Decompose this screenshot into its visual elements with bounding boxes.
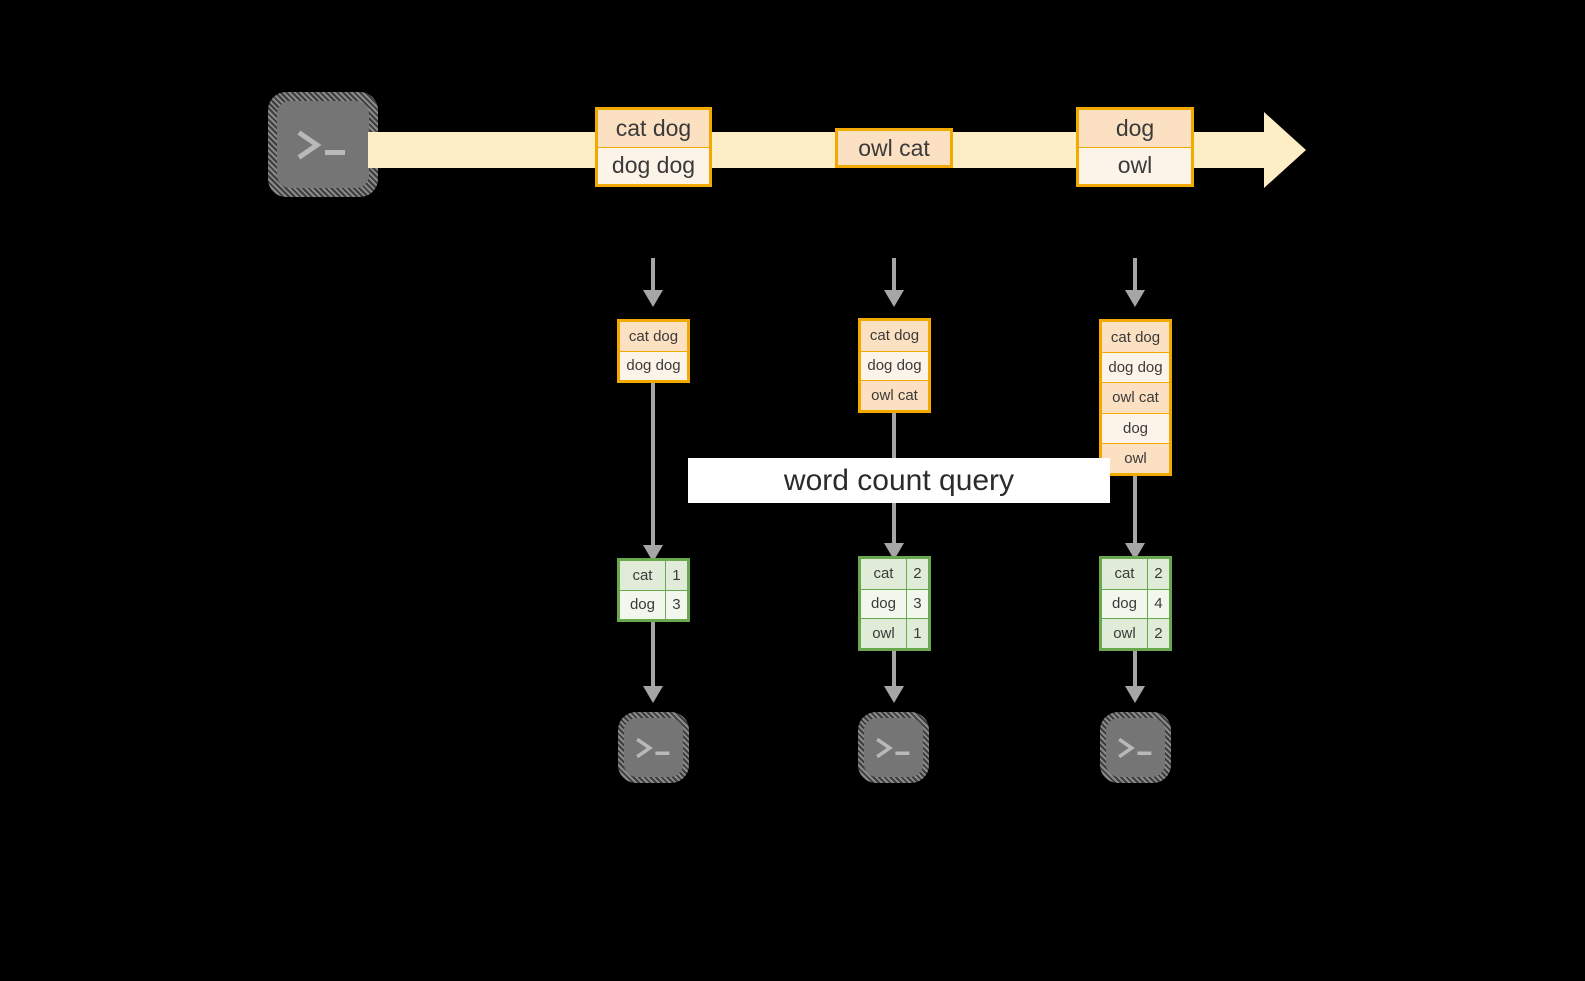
result-row: owl 2 — [1102, 618, 1169, 649]
result-row: dog 3 — [620, 589, 687, 619]
result-word: owl — [1102, 619, 1147, 649]
table-snapshot[interactable]: cat dog dog dog — [617, 319, 690, 383]
result-word: owl — [861, 619, 906, 649]
stream-to-table-connector — [651, 258, 655, 290]
result-table[interactable]: cat 1 dog 3 — [617, 558, 690, 622]
stream-to-table-arrowhead — [643, 290, 663, 307]
result-to-consumer-connector — [892, 651, 896, 688]
producer-terminal-icon[interactable] — [277, 101, 369, 188]
stream-to-table-arrowhead — [1125, 290, 1145, 307]
result-word: cat — [861, 559, 906, 589]
result-row: cat 2 — [861, 559, 928, 589]
consumer-terminal-icon[interactable] — [624, 718, 683, 777]
result-table[interactable]: cat 2 dog 4 owl 2 — [1099, 556, 1172, 651]
result-to-consumer-arrowhead — [884, 686, 904, 703]
query-arrowhead — [643, 545, 663, 562]
event-line: dog — [1079, 110, 1191, 147]
result-count: 4 — [1146, 589, 1169, 619]
stream-to-table-arrowhead — [884, 290, 904, 307]
query-arrowhead — [1125, 543, 1145, 560]
stream-event-box[interactable]: owl cat — [835, 128, 953, 168]
table-row: cat dog — [861, 321, 928, 351]
event-line: dog dog — [598, 146, 709, 184]
stream-event-box[interactable]: dog owl — [1076, 107, 1194, 187]
query-arrowhead — [884, 543, 904, 560]
event-line: owl cat — [838, 131, 950, 165]
result-count: 2 — [1146, 559, 1169, 589]
result-row: dog 4 — [1102, 588, 1169, 619]
result-word: cat — [1102, 559, 1147, 589]
result-word: dog — [861, 589, 906, 619]
result-table[interactable]: cat 2 dog 3 owl 1 — [858, 556, 931, 651]
stream-to-table-connector — [892, 258, 896, 290]
result-to-consumer-connector — [651, 622, 655, 688]
table-row: cat dog — [620, 322, 687, 351]
result-count: 3 — [664, 590, 687, 619]
result-count: 1 — [664, 561, 687, 590]
table-row: dog dog — [1102, 352, 1169, 383]
query-connector — [1133, 476, 1137, 545]
table-row: dog dog — [620, 350, 687, 380]
prompt-glyph — [1106, 718, 1165, 777]
event-line: cat dog — [598, 110, 709, 147]
result-row: cat 1 — [620, 561, 687, 590]
result-word: cat — [620, 561, 665, 590]
table-row: owl cat — [1102, 382, 1169, 413]
stream-event-box[interactable]: cat dog dog dog — [595, 107, 712, 187]
result-word: dog — [620, 590, 665, 619]
table-snapshot[interactable]: cat dog dog dog owl cat — [858, 318, 931, 413]
table-row: owl — [1102, 442, 1169, 473]
result-row: dog 3 — [861, 588, 928, 619]
stream-timeline-arrowhead — [1264, 112, 1306, 188]
result-count: 3 — [905, 589, 928, 619]
query-connector — [651, 383, 655, 547]
prompt-glyph — [624, 718, 683, 777]
result-count: 1 — [905, 619, 928, 649]
result-count: 2 — [1146, 619, 1169, 649]
table-row: dog — [1102, 412, 1169, 443]
result-to-consumer-arrowhead — [1125, 686, 1145, 703]
result-row: cat 2 — [1102, 559, 1169, 589]
result-row: owl 1 — [861, 618, 928, 649]
result-to-consumer-connector — [1133, 651, 1137, 688]
prompt-glyph — [864, 718, 923, 777]
consumer-terminal-icon[interactable] — [864, 718, 923, 777]
event-line: owl — [1079, 146, 1191, 184]
table-row: cat dog — [1102, 322, 1169, 353]
table-row: owl cat — [861, 380, 928, 411]
prompt-glyph — [277, 101, 369, 188]
table-row: dog dog — [861, 350, 928, 381]
table-snapshot[interactable]: cat dog dog dog owl cat dog owl — [1099, 319, 1172, 476]
stream-to-table-connector — [1133, 258, 1137, 290]
result-count: 2 — [905, 559, 928, 589]
result-to-consumer-arrowhead — [643, 686, 663, 703]
result-word: dog — [1102, 589, 1147, 619]
consumer-terminal-icon[interactable] — [1106, 718, 1165, 777]
query-label: word count query — [688, 458, 1110, 503]
